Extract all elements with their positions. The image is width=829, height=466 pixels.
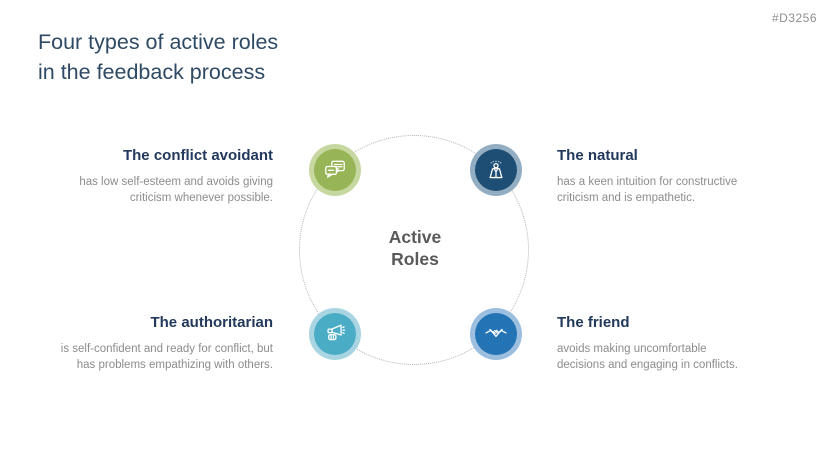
chat-bubbles-icon [325,160,345,178]
slide-title-line1: Four types of active roles [38,30,279,54]
role-title: The natural [557,147,638,164]
slide-title-line2: in the feedback process [38,60,266,84]
slide-code: #D3256 [771,11,817,25]
role-title: The authoritarian [150,314,273,331]
handshake-icon [485,328,507,338]
role-description: is self-confident and ready for conflict… [60,343,273,371]
role-conflict-avoidant: The conflict avoidant has low self-estee… [43,147,273,206]
dotted-circle [299,135,529,365]
badge-authoritarian [309,308,361,360]
role-description: has a keen intuition for constructive cr… [557,176,738,204]
role-title: The friend [557,314,630,331]
megaphone-hand-icon [327,324,346,341]
center-label-line1: Active [388,227,442,247]
badge-inner [314,149,356,191]
center-label-line2: Roles [391,249,439,269]
role-title: The conflict avoidant [122,147,273,164]
role-natural: The natural has a keen intuition for con… [557,147,777,206]
role-description: has low self-esteem and avoids giving cr… [79,176,273,204]
badge-friend [470,308,522,360]
role-authoritarian: The authoritarian is self-confident and … [43,314,273,373]
badge-conflict-avoidant [309,144,361,196]
role-friend: The friend avoids making uncomfortable d… [557,314,777,373]
center-label: Active Roles [340,226,490,270]
badge-inner [475,313,517,355]
slide-title: Four types of active roles in the feedba… [38,27,278,87]
person-aura-icon [489,160,503,179]
role-description: avoids making uncomfortable decisions an… [557,343,738,371]
badge-inner [314,313,356,355]
badge-natural [470,144,522,196]
badge-inner [475,149,517,191]
